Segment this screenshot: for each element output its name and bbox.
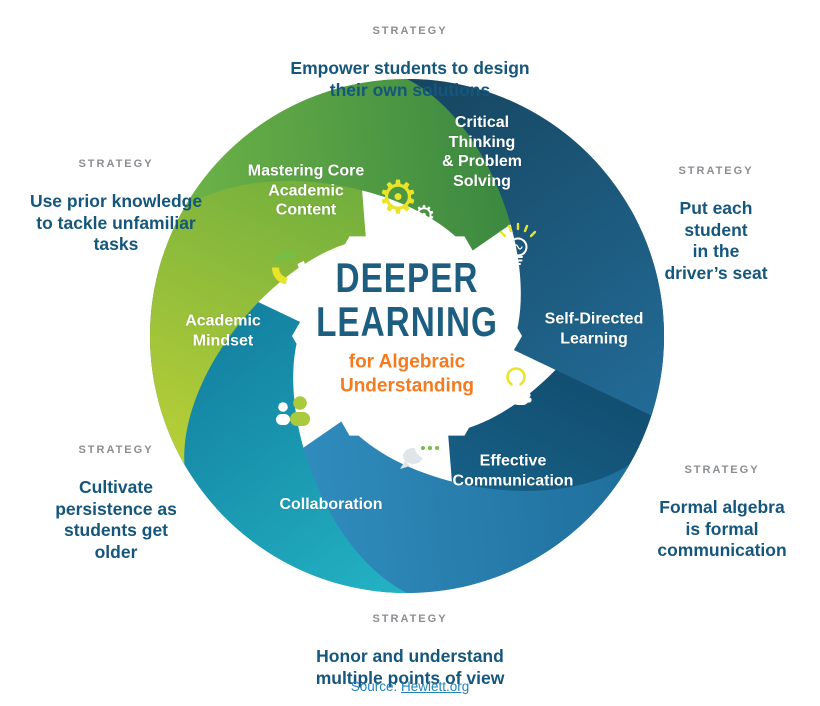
strategy-text: Empower students to design their own sol…	[290, 58, 530, 100]
speech-bubbles-icon	[400, 436, 445, 469]
diagram-title: DEEPER LEARNING	[316, 255, 498, 346]
strategy-eyebrow: STRATEGY	[684, 464, 760, 476]
segment-label-academic-mindset: Academic Mindset	[185, 312, 261, 349]
source-link[interactable]: Hewlett.org	[401, 679, 470, 694]
source-prefix: Source:	[350, 679, 401, 694]
cycle-arrows-icon	[272, 251, 306, 285]
svg-text:⚙: ⚙	[377, 170, 418, 224]
people-icon	[276, 396, 324, 426]
diagram-subtitle: for Algebraic Understanding	[339, 351, 475, 397]
strategy-text: Formal algebra is formal communication	[657, 497, 787, 561]
strategy-upper-left: STRATEGY Use prior knowledge to tackle u…	[30, 140, 202, 274]
strategy-eyebrow: STRATEGY	[372, 613, 448, 625]
segment-label-mastering-core: Mastering Core Academic Content	[247, 162, 365, 219]
strategy-lower-right: STRATEGY Formal algebra is formal commun…	[657, 446, 786, 580]
strategy-upper-right: STRATEGY Put each student in the driver’…	[664, 147, 768, 303]
segment-label-collaboration: Collaboration	[279, 496, 383, 514]
strategy-text: Use prior knowledge to tackle unfamiliar…	[29, 191, 203, 255]
strategy-eyebrow: STRATEGY	[678, 165, 754, 177]
strategy-eyebrow: STRATEGY	[78, 444, 154, 456]
strategy-eyebrow: STRATEGY	[78, 158, 154, 170]
gears-icon: ⚙ ⚙	[377, 170, 435, 231]
strategy-eyebrow: STRATEGY	[372, 25, 448, 37]
segment-label-effective-communication: Effective Communication	[452, 452, 574, 489]
center-title-block: DEEPER LEARNING for Algebraic Understand…	[314, 257, 500, 399]
source-line: Source: Hewlett.org	[351, 679, 470, 694]
strategy-top: STRATEGY Empower students to design thei…	[290, 7, 529, 119]
svg-text:⚙: ⚙	[412, 201, 435, 231]
center-hexagon	[292, 236, 522, 436]
strategy-bottom: STRATEGY Honor and understand multiple p…	[316, 595, 505, 706]
segment-label-self-directed: Self-Directed Learning	[544, 310, 644, 347]
tap-hand-icon	[506, 367, 532, 405]
strategy-text: Put each student in the driver’s seat	[664, 198, 768, 284]
segment-label-critical-thinking: Critical Thinking & Problem Solving	[441, 113, 523, 190]
strategy-text: Honor and understand multiple points of …	[315, 646, 505, 688]
strategy-text: Cultivate persistence as students get ol…	[55, 477, 177, 563]
strategy-lower-left: STRATEGY Cultivate persistence as studen…	[55, 426, 177, 582]
lightbulb-icon	[499, 222, 537, 265]
